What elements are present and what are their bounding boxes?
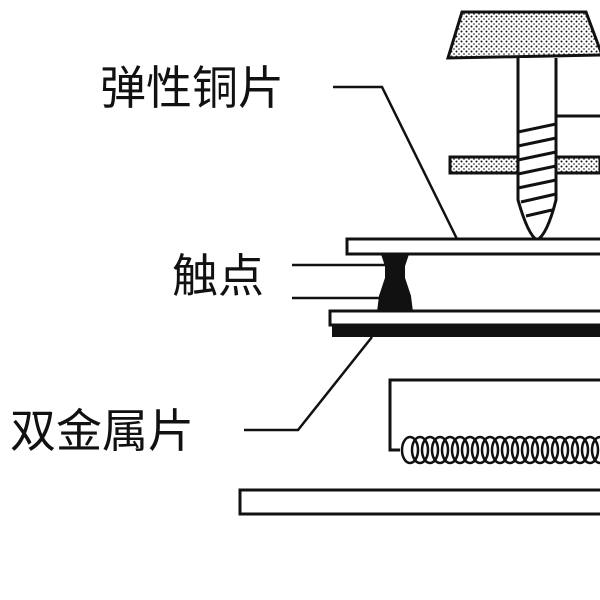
label-contact: 触点	[172, 249, 264, 303]
label-elastic-copper: 弹性铜片	[100, 61, 284, 115]
coil-loop	[510, 435, 530, 465]
leader-bimetal	[244, 336, 373, 432]
label-bimetal: 双金属片	[10, 404, 194, 458]
screw-thread	[517, 122, 557, 218]
coil-loop	[430, 435, 450, 465]
coil-loop	[500, 435, 520, 465]
coil-loop	[530, 435, 550, 465]
coil-loop	[410, 435, 430, 465]
bimetal-strip-bottom	[332, 325, 600, 337]
coil-loop	[570, 435, 590, 465]
heating-coil	[400, 435, 600, 465]
nut-plate-right	[554, 155, 600, 175]
contact-point	[376, 253, 414, 313]
coil-loop	[440, 435, 460, 465]
coil-loop	[560, 435, 580, 465]
leader-elastic-copper	[333, 85, 459, 240]
coil-loop	[590, 435, 600, 465]
coil-loop	[420, 435, 440, 465]
bimetal-strip-top	[328, 309, 600, 327]
heater-housing	[388, 378, 600, 452]
coil-loop	[470, 435, 490, 465]
elastic-copper-strip	[345, 237, 600, 256]
coil-loop	[520, 435, 540, 465]
coil-loop	[450, 435, 470, 465]
coil-loop	[400, 435, 420, 465]
coil-loop	[480, 435, 500, 465]
coil-loop	[460, 435, 480, 465]
coil-loop	[550, 435, 570, 465]
coil-loop	[580, 435, 600, 465]
coil-loop	[490, 435, 510, 465]
base-plate	[238, 488, 600, 516]
coil-loop	[540, 435, 560, 465]
nut-plate-left	[448, 155, 520, 175]
screw-head	[445, 10, 600, 60]
